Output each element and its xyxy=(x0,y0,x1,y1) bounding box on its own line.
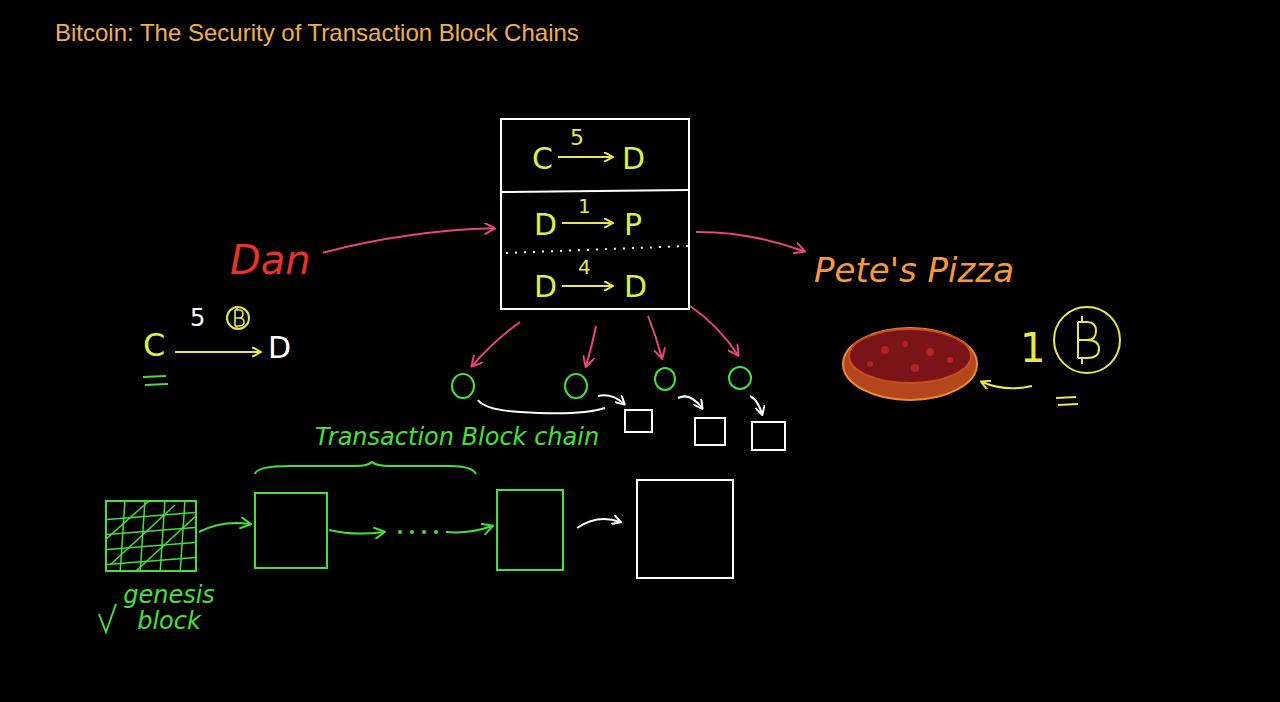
pizza-top xyxy=(849,329,971,383)
node-text: genesis block xyxy=(111,582,227,635)
transfer-arrow xyxy=(558,156,612,158)
merchant-label: Pete's Pizza xyxy=(810,250,1021,292)
pizza-toppings xyxy=(867,341,953,372)
chain-arrow xyxy=(446,526,492,532)
hatch-line xyxy=(107,512,195,520)
node-text: D xyxy=(534,270,557,303)
check-mark xyxy=(99,604,116,632)
genesis-block: genesis block xyxy=(105,500,197,572)
node-text: 1 xyxy=(578,195,591,217)
bitcoin-letter xyxy=(235,307,244,329)
broadcast-arrow xyxy=(472,322,520,366)
hatch-line xyxy=(120,502,125,570)
chain-block xyxy=(255,493,327,568)
dot xyxy=(422,530,426,534)
miner-link xyxy=(478,400,605,413)
underline xyxy=(1056,397,1076,398)
ellipsis-dots xyxy=(398,530,438,534)
bitcoin-letter xyxy=(1078,316,1099,364)
node-label: Dan xyxy=(230,238,313,282)
new-block xyxy=(637,480,733,578)
block-rows xyxy=(502,157,688,286)
miner-circle xyxy=(565,374,587,398)
topping xyxy=(911,364,919,372)
connector-line xyxy=(323,228,494,252)
node-text: 4 xyxy=(578,256,591,278)
topping xyxy=(926,348,934,356)
miner-link xyxy=(678,396,702,408)
topping xyxy=(881,346,889,354)
candidate-block xyxy=(752,422,785,450)
brace xyxy=(255,462,476,474)
transfer-arrow xyxy=(562,222,612,224)
hatch-line xyxy=(135,515,195,570)
bitcoin-symbol xyxy=(1054,307,1120,373)
person-label: Dan xyxy=(226,236,317,284)
chain-label: Transaction Block chain xyxy=(315,424,599,450)
node-label: Pete's Pizza xyxy=(814,252,1017,289)
topping xyxy=(947,357,953,363)
pizza-crust xyxy=(843,328,977,400)
underline xyxy=(143,376,166,377)
node-text: P xyxy=(624,208,642,241)
chain-arrow xyxy=(199,523,250,532)
payment-arrow xyxy=(982,382,1032,388)
underline xyxy=(145,384,168,385)
bitcoin-symbol xyxy=(227,307,249,329)
recipient-label: D xyxy=(268,331,291,364)
miner-circle xyxy=(655,368,675,390)
miner-circle xyxy=(452,374,474,398)
topping xyxy=(867,361,873,367)
underline xyxy=(1058,404,1078,405)
miner-link xyxy=(598,395,624,404)
broadcast-arrow xyxy=(586,326,596,366)
dot xyxy=(398,530,402,534)
price-label: 1 xyxy=(1020,326,1045,370)
hatch-line xyxy=(110,505,175,565)
chain-arrow xyxy=(329,530,384,534)
transfer-arrow xyxy=(562,285,612,287)
node-text: D xyxy=(624,270,647,303)
transfer-arrow xyxy=(175,351,260,353)
candidate-block xyxy=(695,418,725,445)
node-text: D xyxy=(622,142,645,175)
candidate-block xyxy=(625,410,652,432)
connector-line xyxy=(696,232,804,251)
broadcast-arrow xyxy=(690,306,738,355)
transaction-block: C5DD1PD4D xyxy=(500,118,690,310)
node-text: 5 xyxy=(570,126,584,150)
genesis-hatch xyxy=(107,502,195,570)
dot xyxy=(410,530,414,534)
dot xyxy=(434,530,438,534)
node-text: C xyxy=(532,142,553,175)
node-text: D xyxy=(534,208,557,241)
row-divider xyxy=(502,190,688,192)
title: Bitcoin: The Security of Transaction Blo… xyxy=(55,20,579,46)
sender-label: C xyxy=(143,328,165,363)
chain-block xyxy=(497,490,563,570)
hatch-line xyxy=(160,502,165,570)
pizza-payment xyxy=(843,307,1120,405)
hatch-line xyxy=(180,502,185,570)
connector xyxy=(696,232,804,251)
new-block-arrow xyxy=(577,519,620,528)
miner-link xyxy=(750,396,762,414)
miner-circle xyxy=(729,367,751,389)
amount-label: 5 xyxy=(190,305,205,331)
broadcast-arrow xyxy=(648,316,662,358)
dotted-divider xyxy=(506,246,688,253)
connector xyxy=(323,228,494,252)
topping xyxy=(902,341,908,347)
